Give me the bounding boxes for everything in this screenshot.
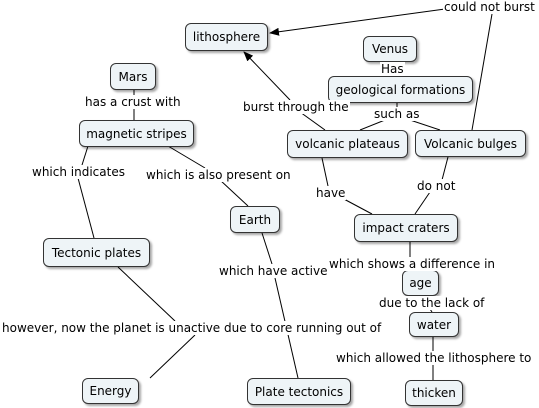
link-present-earth xyxy=(219,179,249,207)
link-donot-craters xyxy=(414,191,431,215)
concept-thicken[interactable]: thicken xyxy=(405,380,463,406)
concept-energy[interactable]: Energy xyxy=(82,378,139,404)
link-indicates-tectonic xyxy=(77,177,95,239)
link-tectonic-however xyxy=(117,266,176,322)
link-label-have[interactable]: have xyxy=(315,186,347,200)
link-label-which-is-also-present-on[interactable]: which is also present on xyxy=(145,168,292,182)
link-have-craters xyxy=(341,197,373,215)
link-bulges-could-not-burst xyxy=(471,13,493,131)
link-label-could-not-burst[interactable]: could not burst xyxy=(443,0,536,14)
link-label-has-a-crust-with[interactable]: has a crust with xyxy=(84,95,182,109)
link-suchas-bulges xyxy=(409,119,441,131)
concept-earth[interactable]: Earth xyxy=(230,206,280,233)
concept-impact-craters[interactable]: impact craters xyxy=(354,214,458,242)
link-label-has[interactable]: Has xyxy=(380,62,405,76)
concept-magnetic-stripes[interactable]: magnetic stripes xyxy=(79,120,194,147)
concept-tectonic-plates[interactable]: Tectonic plates xyxy=(43,238,150,267)
link-plateaus-burst xyxy=(299,111,326,131)
link-label-such-as[interactable]: such as xyxy=(373,107,421,121)
link-however-energy xyxy=(149,334,196,379)
link-label-which-allowed-the-lithosphere-to[interactable]: which allowed the lithosphere to xyxy=(335,351,533,365)
concept-plate-tectonics[interactable]: Plate tectonics xyxy=(247,378,351,405)
link-label-however-unactive[interactable]: however, now the planet is unactive due … xyxy=(1,321,383,335)
concept-water[interactable]: water xyxy=(409,312,459,337)
concept-volcanic-bulges[interactable]: Volcanic bulges xyxy=(415,130,526,157)
concept-age[interactable]: age xyxy=(402,270,439,296)
link-label-which-indicates[interactable]: which indicates xyxy=(31,165,126,179)
link-label-burst-through-the[interactable]: burst through the xyxy=(242,100,350,114)
link-stripes-present xyxy=(167,145,206,169)
concept-geological-formations[interactable]: geological formations xyxy=(328,76,473,103)
link-label-due-to-the-lack-of[interactable]: due to the lack of xyxy=(378,296,486,310)
link-bulges-donot xyxy=(441,156,449,181)
link-stripes-indicates xyxy=(81,145,89,166)
link-burst-lithosphere xyxy=(243,51,291,101)
concept-lithosphere[interactable]: lithosphere xyxy=(185,23,268,51)
concept-mars[interactable]: Mars xyxy=(110,63,156,90)
link-label-which-have-active[interactable]: which have active xyxy=(218,264,329,278)
concept-venus[interactable]: Venus xyxy=(363,36,417,62)
link-could-not-burst-lithosphere xyxy=(269,8,446,36)
link-earth-active xyxy=(261,232,273,265)
link-suchas-plateaus xyxy=(359,119,386,131)
link-plateaus-have xyxy=(321,157,329,187)
link-label-which-shows-a-difference-in[interactable]: which shows a difference in xyxy=(328,257,497,271)
concept-volcanic-plateaus[interactable]: volcanic plateaus xyxy=(287,130,408,158)
link-label-do-not[interactable]: do not xyxy=(416,179,457,193)
